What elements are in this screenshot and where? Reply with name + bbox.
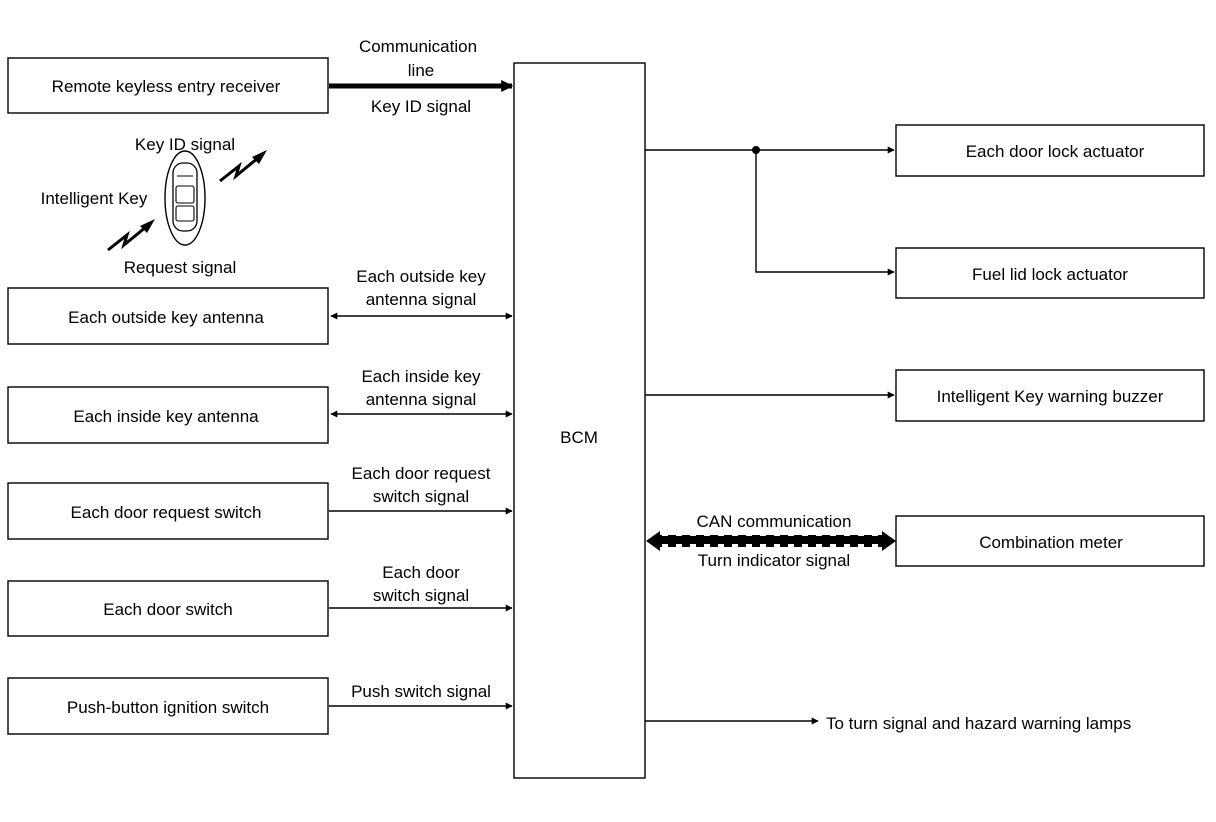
push-button-ignition-switch-label: Push-button ignition switch xyxy=(67,698,269,717)
key-id-signal-label: Key ID signal xyxy=(371,97,471,116)
turn-signal-lamps-label: To turn signal and hazard warning lamps xyxy=(826,714,1131,733)
remote-keyless-entry-receiver-box: Remote keyless entry receiver xyxy=(7,57,329,114)
each-outside-key-antenna-label: Each outside key antenna xyxy=(68,308,264,327)
door-switch-signal-label-1: Each door xyxy=(382,563,460,582)
fuel-lid-lock-actuator-label: Fuel lid lock actuator xyxy=(972,265,1128,284)
each-door-switch-label: Each door switch xyxy=(103,600,232,619)
intelligent-key-id-signal-label: Key ID signal xyxy=(135,135,235,154)
each-door-lock-actuator-box: Each door lock actuator xyxy=(895,124,1205,177)
each-inside-key-antenna-label: Each inside key antenna xyxy=(73,407,259,426)
push-button-ignition-switch-box: Push-button ignition switch xyxy=(7,677,329,735)
intelligent-key-warning-buzzer-label: Intelligent Key warning buzzer xyxy=(937,387,1164,406)
combination-meter-label: Combination meter xyxy=(979,533,1123,552)
inside-antenna-signal-label-2: antenna signal xyxy=(366,390,477,409)
bcm-block: BCM xyxy=(513,62,646,779)
turn-indicator-signal-label: Turn indicator signal xyxy=(698,551,850,570)
request-signal-lightning-icon xyxy=(107,219,155,252)
can-communication-label: CAN communication xyxy=(697,512,852,531)
can-communication-line xyxy=(646,531,896,551)
each-door-switch-box: Each door switch xyxy=(7,580,329,637)
key-id-lightning-icon xyxy=(219,150,267,183)
each-inside-key-antenna-box: Each inside key antenna xyxy=(7,386,329,444)
door-switch-signal-label-2: switch signal xyxy=(373,586,469,605)
each-door-request-switch-box: Each door request switch xyxy=(7,482,329,540)
communication-line-label-2: line xyxy=(408,61,434,80)
door-lock-output-line xyxy=(645,146,895,276)
outside-antenna-signal-label-1: Each outside key xyxy=(356,267,486,286)
fuel-lid-lock-actuator-box: Fuel lid lock actuator xyxy=(895,247,1205,299)
combination-meter-box: Combination meter xyxy=(895,515,1205,567)
intelligent-key-request-signal-label: Request signal xyxy=(124,258,236,277)
each-door-lock-actuator-label: Each door lock actuator xyxy=(966,142,1145,161)
intelligent-key-label: Intelligent Key xyxy=(41,189,148,208)
bcm-label: BCM xyxy=(560,428,598,447)
intelligent-key-icon xyxy=(164,150,206,246)
intelligent-key-warning-buzzer-box: Intelligent Key warning buzzer xyxy=(895,369,1205,422)
door-request-switch-signal-label-1: Each door request xyxy=(352,464,491,483)
push-switch-signal-label: Push switch signal xyxy=(351,682,491,701)
inside-antenna-signal-label-1: Each inside key xyxy=(361,367,481,386)
communication-line-label-1: Communication xyxy=(359,37,477,56)
outside-antenna-signal-label-2: antenna signal xyxy=(366,290,477,309)
each-outside-key-antenna-box: Each outside key antenna xyxy=(7,287,329,345)
door-request-switch-signal-label-2: switch signal xyxy=(373,487,469,506)
each-door-request-switch-label: Each door request switch xyxy=(71,503,262,522)
remote-keyless-entry-receiver-label: Remote keyless entry receiver xyxy=(52,77,281,96)
